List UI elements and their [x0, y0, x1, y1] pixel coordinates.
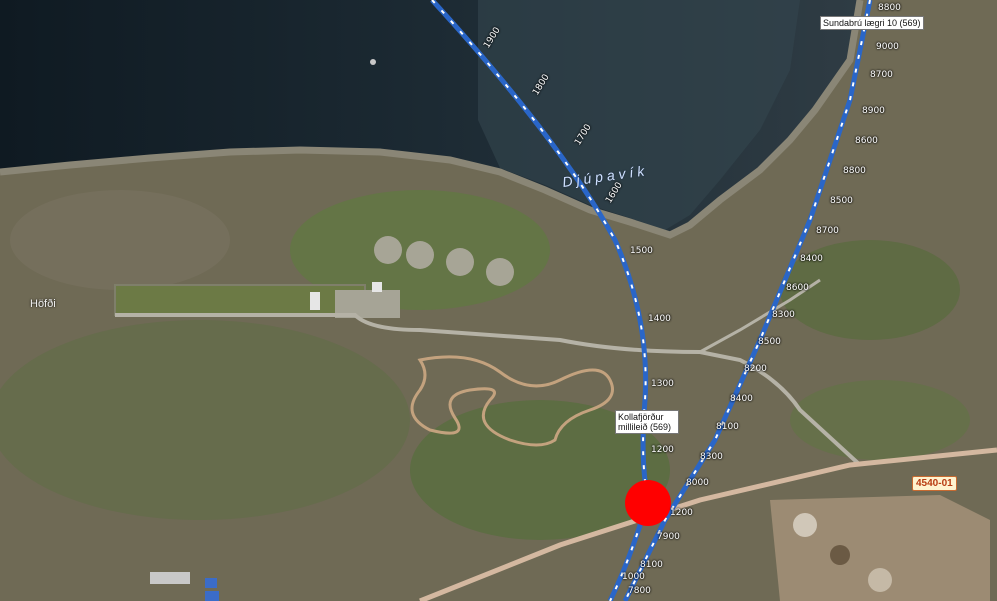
gravel-pile: [793, 513, 817, 537]
small-building: [150, 572, 190, 584]
km-marker: 8700: [870, 70, 893, 80]
km-marker: 8100: [716, 422, 739, 432]
shoreline: [0, 0, 864, 239]
tank: [406, 241, 434, 269]
grass-patch: [790, 380, 970, 460]
km-marker: 8400: [730, 394, 753, 404]
route-label-kollafjordur[interactable]: Kollafjörður millileið (569): [615, 410, 679, 434]
gravel-road: [699, 278, 821, 354]
gravel-pile: [868, 568, 892, 592]
quarry: [770, 495, 990, 601]
tank: [446, 248, 474, 276]
tank: [374, 236, 402, 264]
road-code-label[interactable]: 4540-01: [912, 476, 957, 491]
km-marker: 1200: [670, 508, 693, 518]
km-marker: 8600: [786, 283, 809, 293]
km-marker: 7900: [657, 532, 680, 542]
gravel-road: [115, 313, 862, 467]
km-marker: 8700: [816, 226, 839, 236]
small-building: [205, 578, 217, 588]
km-marker: 8600: [855, 136, 878, 146]
fjord-water: [478, 0, 800, 230]
km-marker: 8200: [744, 364, 767, 374]
km-marker: 8400: [800, 254, 823, 264]
rocky-patch: [10, 190, 230, 290]
gravel-pile: [830, 545, 850, 565]
km-marker: 1000: [622, 572, 645, 582]
place-label-hofdi: Höfði: [30, 298, 56, 310]
route-line-dash: [624, 0, 871, 601]
selected-location-marker[interactable]: [625, 480, 671, 526]
km-marker: 8900: [862, 106, 885, 116]
grass-patch: [780, 240, 960, 340]
small-building: [205, 591, 219, 601]
km-marker: 8300: [700, 452, 723, 462]
main-road: [419, 447, 997, 601]
motocross-track: [410, 355, 614, 447]
small-building: [310, 292, 320, 310]
km-marker: 7800: [628, 586, 651, 596]
km-marker: 8500: [758, 337, 781, 347]
facility-yard: [114, 284, 366, 316]
km-marker: 8800: [878, 3, 901, 13]
km-marker: 8000: [686, 478, 709, 488]
km-marker: 8300: [772, 310, 795, 320]
small-building: [372, 282, 382, 292]
buoy: [370, 59, 376, 65]
km-marker: 1400: [648, 314, 671, 324]
route-line-dash: [431, 0, 650, 601]
km-marker: 8100: [640, 560, 663, 570]
km-marker: 8800: [843, 166, 866, 176]
route-label-sundabru[interactable]: Sundabrú lægri 10 (569): [820, 16, 924, 30]
km-marker: 8500: [830, 196, 853, 206]
tank: [486, 258, 514, 286]
km-marker: 1300: [651, 379, 674, 389]
km-marker: 1200: [651, 445, 674, 455]
grass-patch: [0, 320, 410, 520]
km-marker: 9000: [876, 42, 899, 52]
grass-patch: [410, 400, 670, 540]
km-marker: 1500: [630, 246, 653, 256]
